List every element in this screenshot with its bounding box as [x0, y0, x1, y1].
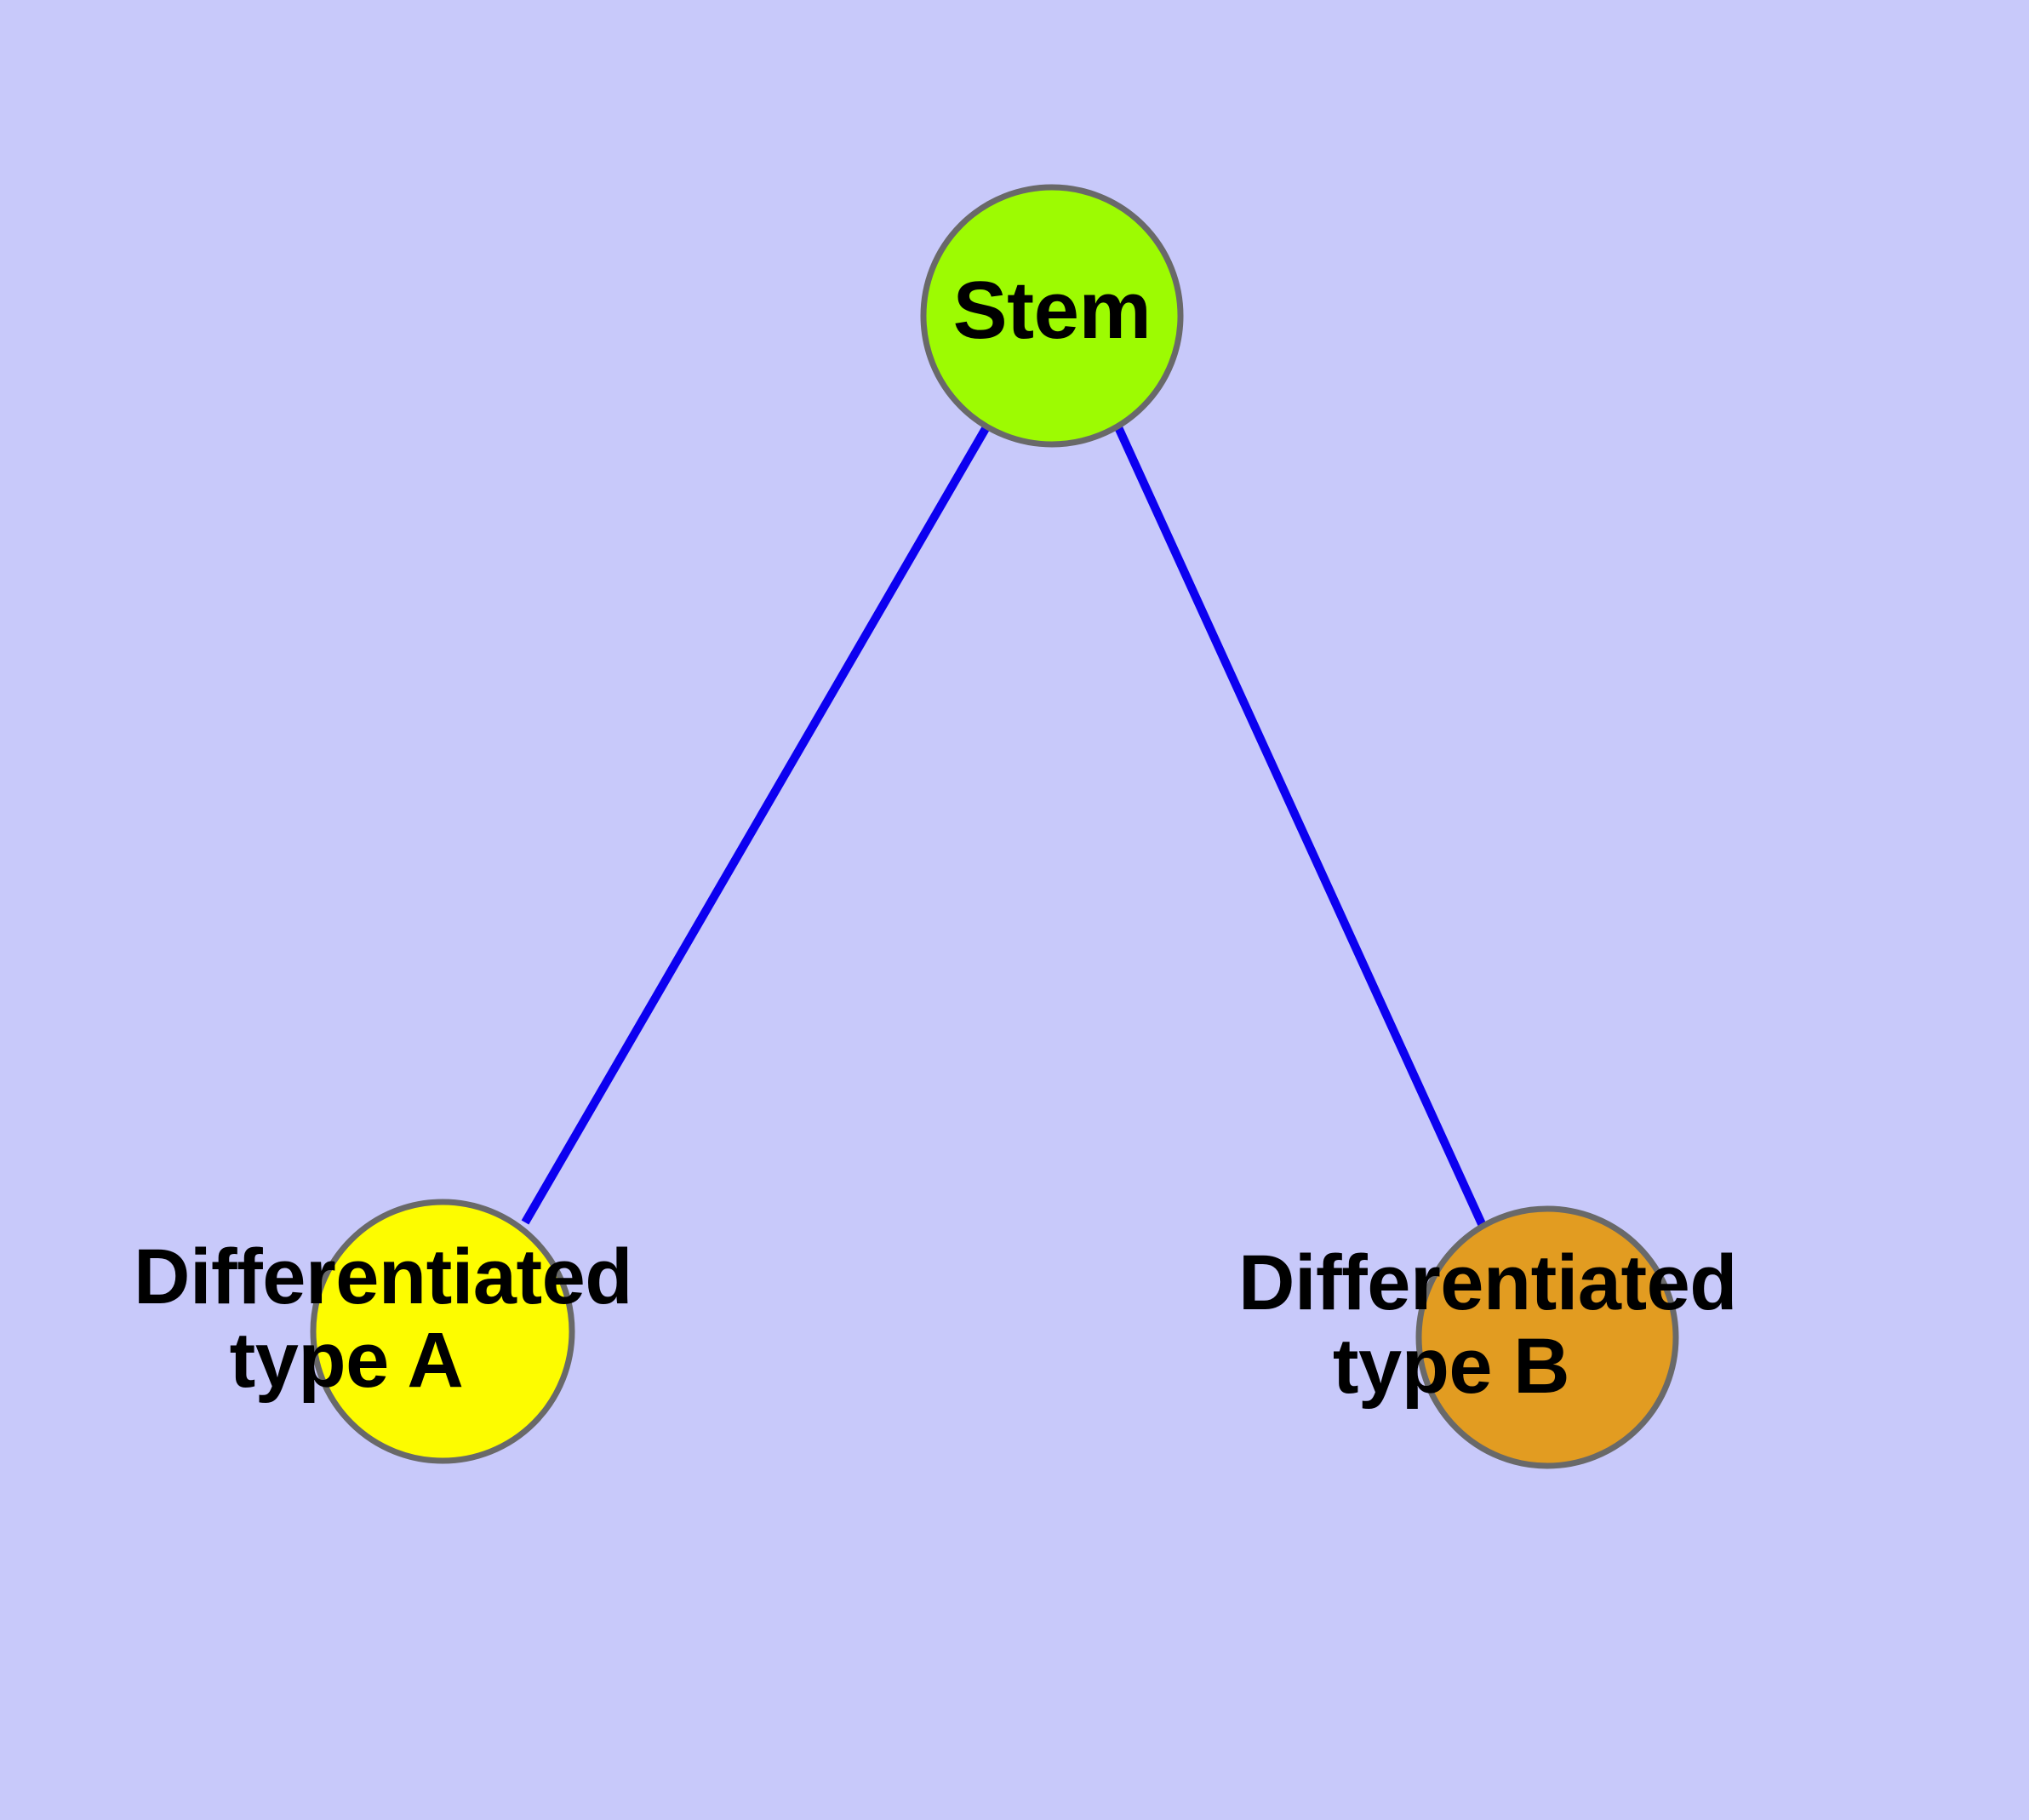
nodes-group	[310, 184, 1679, 1469]
edge-stem-to-b[interactable]	[1114, 425, 1487, 1228]
edge-stem-to-a[interactable]	[521, 423, 992, 1225]
node-stem[interactable]	[920, 184, 1184, 448]
node-diff_a[interactable]	[310, 1199, 575, 1464]
edges-group	[521, 423, 1487, 1228]
node-diff_b[interactable]	[1415, 1205, 1679, 1469]
